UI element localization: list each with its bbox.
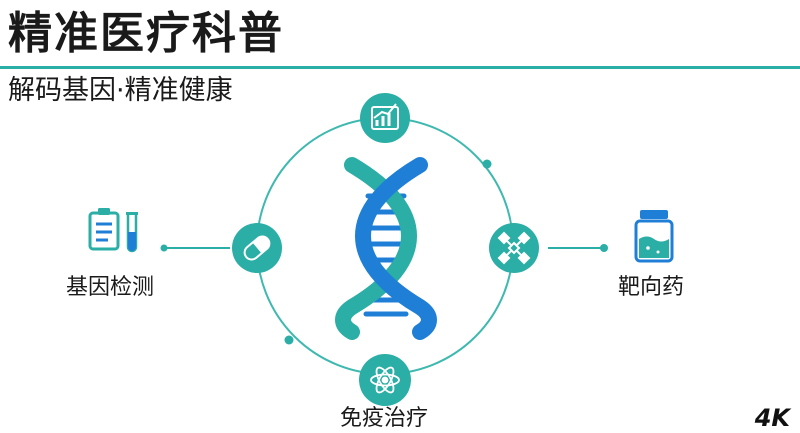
molecule-icon xyxy=(497,231,531,265)
chart-node[interactable] xyxy=(360,93,410,143)
diagram-canvas xyxy=(88,93,674,406)
clipboard-icon xyxy=(88,208,120,251)
page-subtitle: 解码基因·精准健康 xyxy=(8,75,233,106)
pill-node[interactable] xyxy=(232,223,282,273)
orbit-dot xyxy=(482,159,492,169)
pill-capsule-icon xyxy=(243,235,271,261)
resolution-badge: 4K xyxy=(754,404,790,432)
dna-helix-icon xyxy=(335,157,437,340)
immunotherapy-label: 免疫治疗 xyxy=(340,406,429,431)
atom-node[interactable] xyxy=(359,354,411,406)
gene-testing-label: 基因检测 xyxy=(66,275,155,300)
atom-icon xyxy=(370,366,400,394)
chart-growth-icon xyxy=(371,103,399,130)
title-divider xyxy=(0,66,800,69)
test-tube-icon xyxy=(126,212,138,253)
targeted-drug-label: 靶向药 xyxy=(618,275,685,300)
connector-left xyxy=(160,244,230,252)
orbit-dot xyxy=(284,335,294,345)
molecule-node[interactable] xyxy=(489,223,539,273)
connector-right xyxy=(548,244,608,252)
medicine-bottle-icon xyxy=(634,210,674,263)
page-title: 精准医疗科普 xyxy=(8,8,284,59)
